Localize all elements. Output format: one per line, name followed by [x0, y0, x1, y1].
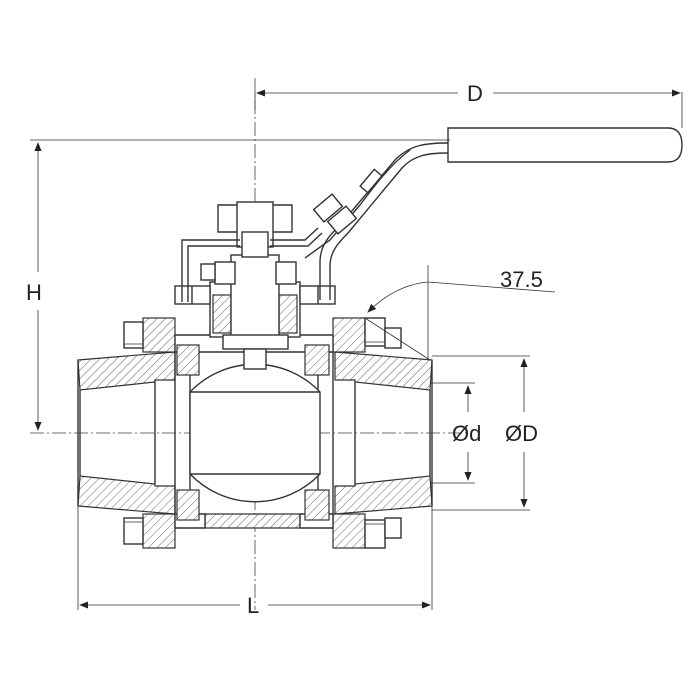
dimension-od-inner: Ød [430, 382, 481, 484]
valve-ball [189, 363, 321, 503]
dimension-d: D [254, 81, 683, 128]
label-l: L [247, 593, 259, 618]
label-d: D [467, 81, 483, 106]
dimension-angle: 37.5 [364, 265, 556, 361]
dimension-h: H [26, 139, 450, 431]
valve-stem [174, 201, 336, 370]
dimension-od-outer: ØD [432, 355, 538, 511]
label-h: H [26, 280, 42, 305]
valve-seats [176, 344, 330, 521]
label-d-outer: ØD [505, 421, 538, 446]
label-d-inner: Ød [452, 421, 481, 446]
label-angle: 37.5 [500, 267, 543, 292]
dimension-l: L [77, 506, 433, 618]
valve-body [77, 317, 433, 549]
valve-handle [304, 127, 683, 300]
